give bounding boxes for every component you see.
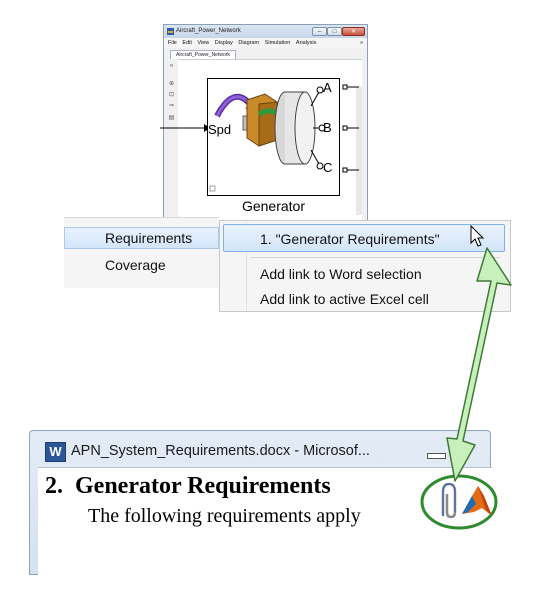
simulink-menubar: File Edit View Display Diagram Simulatio… (164, 38, 367, 48)
menu-diagram[interactable]: Diagram (238, 40, 260, 46)
output-port-c-label: C (323, 160, 333, 175)
minimize-button[interactable]: – (312, 27, 327, 36)
hide-browser-icon[interactable]: « (169, 63, 174, 69)
mouse-cursor-icon (470, 225, 485, 247)
menu-item-highlight (64, 227, 219, 249)
submenu-gutter (246, 221, 247, 311)
block-name-label: Generator (241, 198, 306, 214)
menu-item-coverage[interactable]: Coverage (105, 257, 166, 273)
submenu-item-add-word-link[interactable]: Add link to Word selection (260, 266, 422, 282)
link-double-arrow (446, 247, 512, 482)
heading-text: Generator Requirements (75, 473, 331, 499)
simulink-titlebar[interactable]: Aircraft_Power_Network – □ ✕ (164, 25, 367, 38)
menu-analysis[interactable]: Analysis (295, 40, 317, 46)
matlab-link-icon[interactable] (418, 472, 500, 532)
heading-number: 2. (45, 473, 63, 499)
menu-item-requirements[interactable]: Requirements (105, 230, 193, 246)
menu-display[interactable]: Display (214, 40, 233, 46)
menu-file[interactable]: File (168, 40, 177, 46)
paperclip-icon (441, 482, 457, 519)
simulink-icon (167, 28, 174, 35)
submenu-item-highlight (223, 224, 505, 252)
word-document-area[interactable] (38, 467, 492, 577)
menu-overflow[interactable]: » (359, 40, 363, 46)
context-menu: Requirements Coverage (64, 217, 219, 288)
submenu-item-add-excel-link[interactable]: Add link to active Excel cell (260, 291, 429, 307)
submenu-item-generator-requirements[interactable]: 1. "Generator Requirements" (260, 231, 440, 247)
model-tab[interactable]: Aircraft_Power_Network (170, 50, 236, 60)
menu-view[interactable]: View (197, 40, 210, 46)
maximize-button[interactable]: □ (327, 27, 342, 36)
menu-edit[interactable]: Edit (182, 40, 192, 46)
generator-icon (209, 84, 359, 192)
annotation-icon[interactable]: ▤ (168, 115, 175, 121)
output-port-a-label: A (323, 80, 332, 95)
requirements-submenu: 1. "Generator Requirements" Add link to … (219, 220, 511, 312)
vertical-scrollbar[interactable] (356, 87, 362, 215)
word-window: W APN_System_Requirements.docx - Microso… (29, 430, 492, 577)
zoom-icon[interactable]: ⊕ (168, 81, 175, 87)
document-body-text: The following requirements apply (88, 505, 361, 527)
word-window-title: APN_System_Requirements.docx - Microsof.… (71, 443, 370, 459)
menu-simulation[interactable]: Simulation (264, 40, 291, 46)
word-icon: W (45, 442, 66, 462)
fit-view-icon[interactable]: ⊡ (168, 92, 175, 98)
input-signal-line (160, 124, 210, 132)
minimize-button[interactable] (427, 453, 446, 459)
model-toolbar: « ⊕ ⊡ ⇒ ▤ (166, 59, 177, 223)
submenu-separator (250, 257, 500, 258)
arrow-icon[interactable]: ⇒ (168, 103, 175, 109)
simulink-window-title: Aircraft_Power_Network (176, 28, 241, 34)
close-button[interactable]: ✕ (342, 27, 365, 36)
document-heading[interactable]: 2. Generator Requirements (45, 473, 331, 500)
input-port-label: Spd (208, 122, 232, 137)
output-port-b-label: B (323, 120, 332, 135)
